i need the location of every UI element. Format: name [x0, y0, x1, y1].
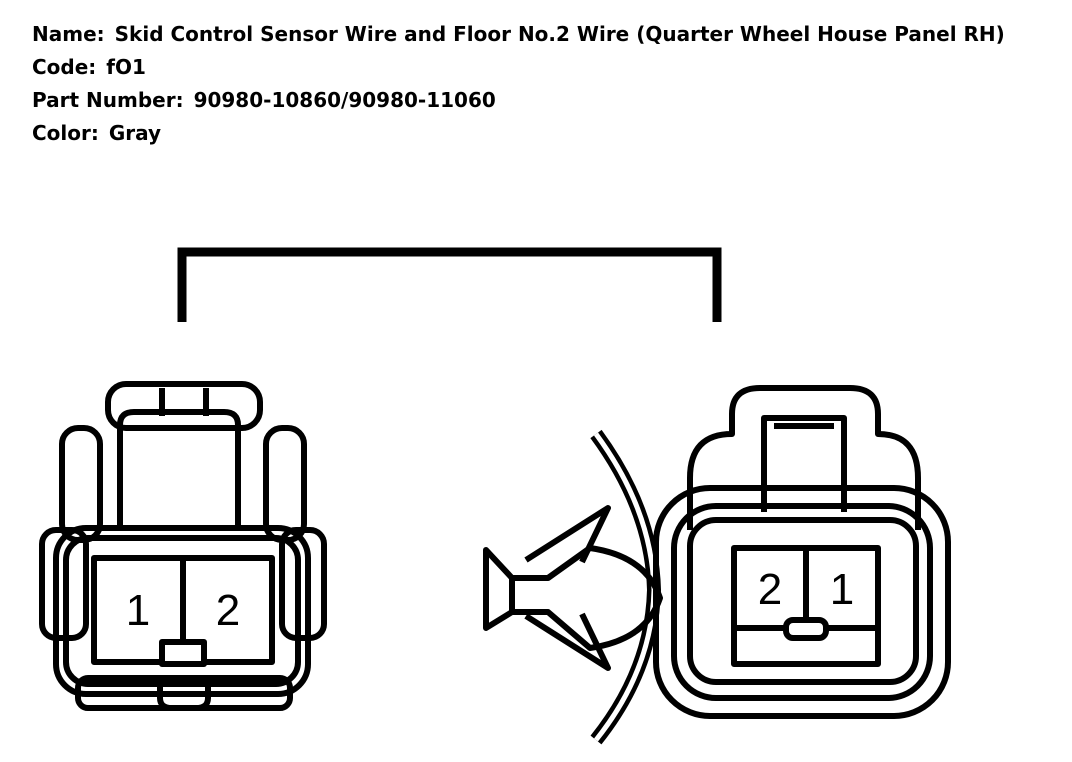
left-housing-outer	[53, 525, 311, 697]
connector-name: Skid Control Sensor Wire and Floor No.2 …	[114, 22, 1005, 46]
connector-code: fO1	[106, 55, 146, 79]
code-row: Code: fO1	[32, 51, 1005, 84]
left-side-lock-right	[263, 425, 307, 543]
mating-bracket	[177, 247, 722, 322]
right-latch-body	[687, 385, 921, 530]
right-connector	[653, 385, 951, 719]
left-pin-1-label: 1	[126, 586, 150, 635]
color-row: Color: Gray	[32, 117, 1005, 150]
part-number-label: Part Number:	[32, 88, 184, 112]
color-label: Color:	[32, 121, 99, 145]
left-latch-body	[117, 409, 241, 530]
left-latch-top	[105, 381, 263, 431]
connector-color: Gray	[108, 121, 162, 145]
name-row: Name: Skid Control Sensor Wire and Floor …	[32, 18, 1005, 51]
left-lock-tab	[159, 639, 207, 667]
right-lock-tab	[783, 617, 829, 641]
right-pin-2-label: 2	[758, 565, 782, 614]
left-side-lock-left	[59, 425, 103, 543]
mounting-clip	[483, 429, 663, 745]
code-label: Code:	[32, 55, 97, 79]
part-number-row: Part Number: 90980-10860/90980-11060	[32, 84, 1005, 117]
name-label: Name:	[32, 22, 105, 46]
connector-part-number: 90980-10860/90980-11060	[193, 88, 496, 112]
left-pin-2-label: 2	[216, 586, 240, 635]
right-pin-1-label: 1	[830, 565, 854, 614]
right-housing-outer	[653, 485, 951, 719]
left-connector	[39, 381, 327, 711]
connector-info: Name: Skid Control Sensor Wire and Floor …	[32, 18, 1005, 150]
